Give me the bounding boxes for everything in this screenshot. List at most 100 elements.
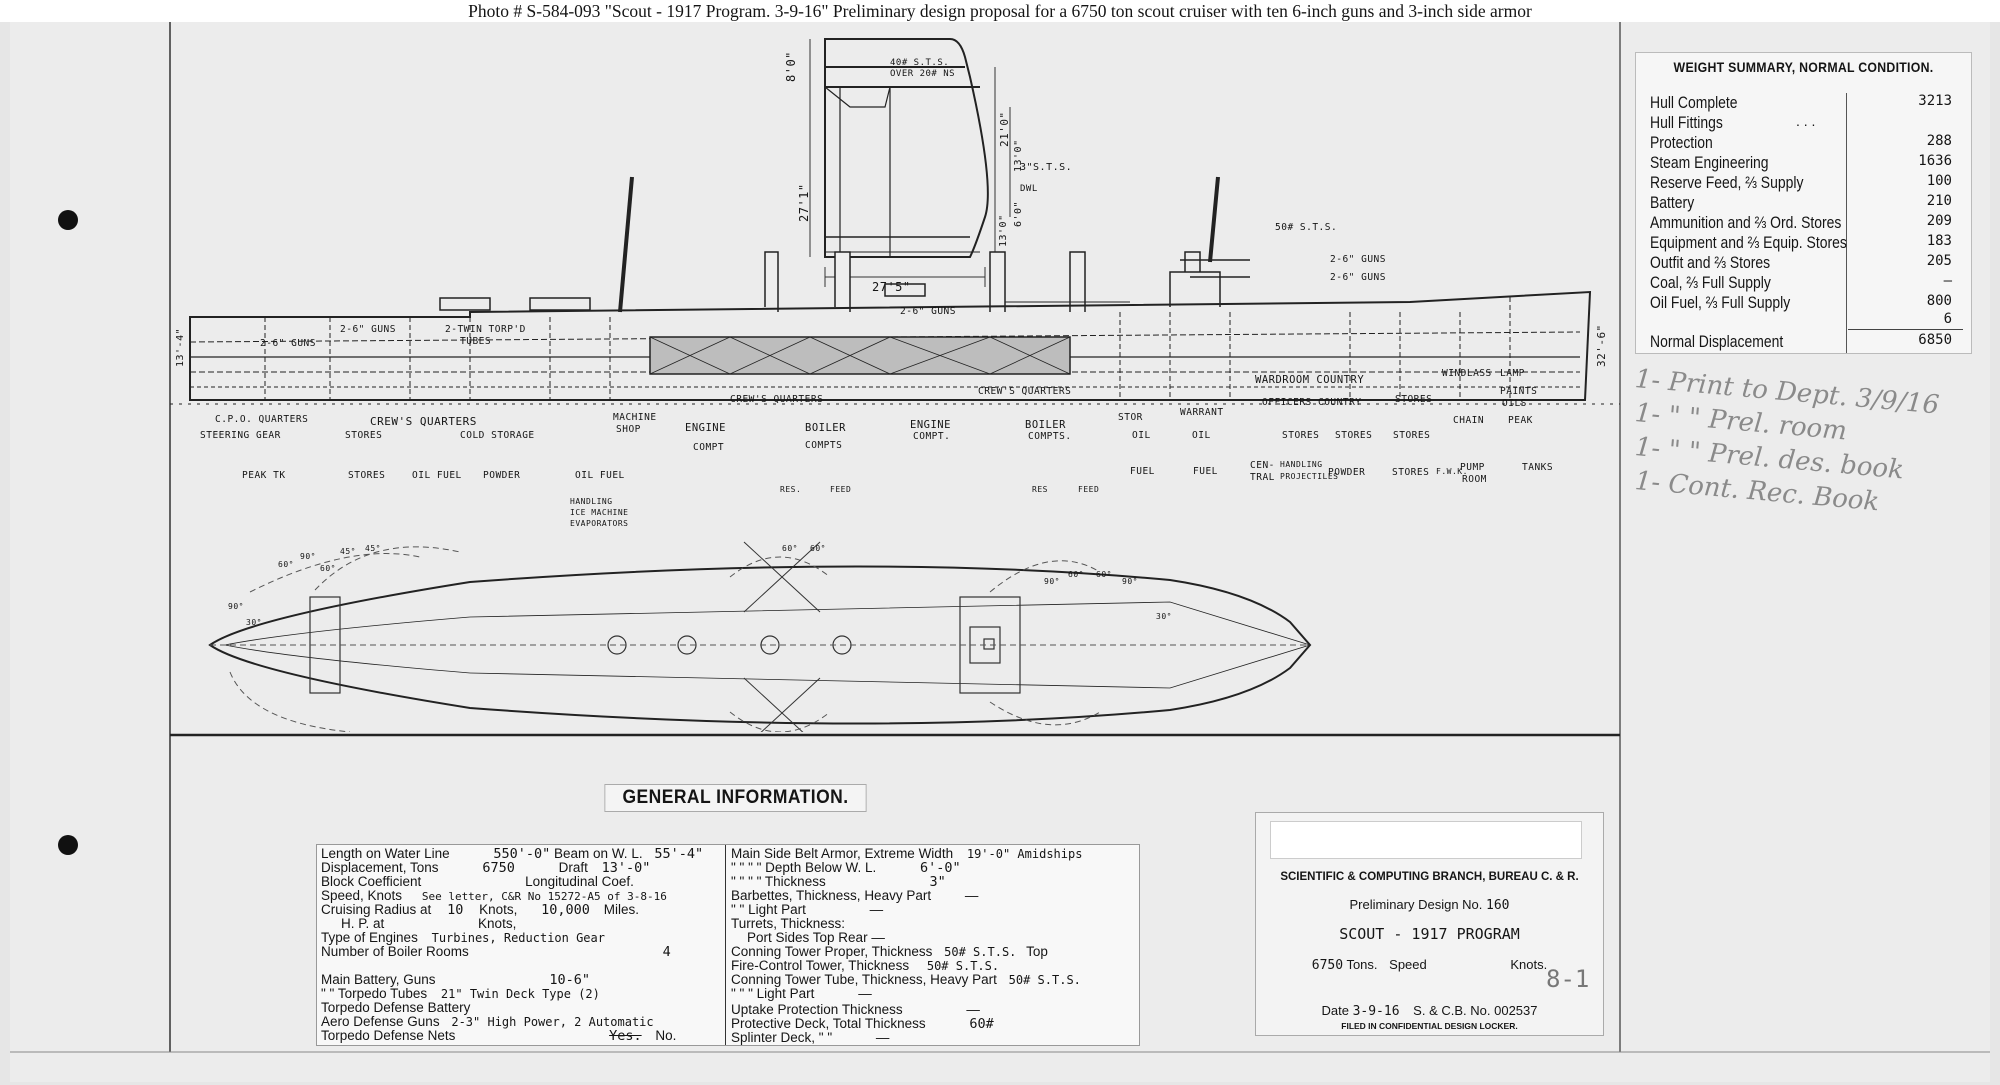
label-stores-d: STORES	[1393, 430, 1431, 441]
arc-label-7: 60°	[782, 544, 798, 553]
gi-right-row: Fire-Control Tower, Thickness 50# S.T.S.	[731, 958, 1000, 974]
tb-tons-speed: 6750 Tons. Speed Knots.	[1311, 957, 1548, 973]
label-res-2: RES	[1032, 485, 1048, 494]
label-oil-a: OIL	[1132, 430, 1151, 441]
label-compts-2: COMPTS.	[1028, 431, 1072, 442]
label-peak: PEAK	[1508, 415, 1533, 426]
label-tral: TRAL	[1250, 472, 1275, 483]
tb-date: Date 3-9-16 S. & C.B. No. 002537	[1321, 1003, 1538, 1019]
label-wardroom: WARDROOM COUNTRY	[1255, 374, 1365, 386]
gi-left-row: Block Coefficient Longitudinal Coef.	[321, 874, 634, 889]
weight-summary-rule	[1846, 93, 1847, 353]
label-torp2: TUBES	[460, 336, 492, 347]
label-handling-ice-1: HANDLING	[570, 497, 613, 506]
label-stores-e: STORES	[348, 470, 386, 481]
label-feed-2: FEED	[1078, 485, 1100, 494]
label-chain: CHAIN	[1453, 415, 1485, 426]
arc-label-1: 90°	[228, 602, 244, 611]
label-boiler-2: BOILER	[1025, 419, 1066, 431]
label-paints: PAINTS	[1500, 386, 1538, 397]
gi-right-row: " " " Light Part —	[731, 986, 872, 1001]
ship-plan-drawing	[208, 541, 1312, 732]
arc-label-5: 45°	[340, 547, 356, 556]
gi-right-row: Conning Tower Proper, Thickness 50# S.T.…	[731, 944, 1048, 960]
arc-label-8: 60°	[810, 544, 826, 553]
label-powder-2: POWDER	[1328, 467, 1366, 478]
label-cold: COLD STORAGE	[460, 430, 535, 441]
arc-label-13: 30°	[1156, 612, 1172, 621]
punch-hole-top	[58, 210, 78, 230]
ws-row: 6	[1943, 311, 1952, 327]
label-officers: OFFICERS COUNTRY	[1262, 397, 1362, 408]
gi-left-row: Cruising Radius at 10 Knots, 10,000 Mile…	[321, 902, 639, 918]
label-guns-aft: 2-6" GUNS	[260, 338, 316, 349]
gi-left-row: Length on Water Line 550'-0" Beam on W. …	[321, 846, 704, 862]
gi-right-row: Main Side Belt Armor, Extreme Width 19'-…	[731, 846, 1083, 862]
drawing-frame	[10, 22, 1990, 1053]
section-dim-top: 8'0"	[784, 51, 798, 82]
label-pump: PUMP	[1460, 462, 1485, 473]
arc-label-9: 60°	[1068, 570, 1084, 579]
label-stores-b: STORES	[1282, 430, 1320, 441]
tb-program: SCOUT - 1917 PROGRAM	[1339, 925, 1520, 943]
midship-section-drawing	[809, 38, 1011, 287]
label-machine: MACHINE	[613, 412, 657, 423]
label-fwk: F.W.K.	[1436, 467, 1468, 476]
gi-left-row: Speed, Knots See letter, C&R No 15272-A5…	[321, 888, 667, 904]
label-stores-c: STORES	[1335, 430, 1373, 441]
weight-summary-panel: WEIGHT SUMMARY, NORMAL CONDITION. Hull C…	[1635, 52, 1972, 354]
label-projectiles: PROJECTILES	[1280, 472, 1339, 481]
label-oil-fuel-2: OIL FUEL	[575, 470, 625, 481]
gi-right-row: Port Sides Top Rear —	[747, 930, 885, 945]
label-lamp: LAMP	[1500, 368, 1525, 379]
gi-right-row: Splinter Deck, " " —	[731, 1030, 890, 1045]
label-oils: OILS	[1502, 398, 1527, 409]
gi-left-row: Aero Defense Guns 2-3" High Power, 2 Aut…	[321, 1014, 654, 1030]
profile-beam-right: 32'-6"	[1595, 324, 1608, 367]
ws-dots: . . .	[1796, 113, 1816, 129]
ws-total-rule	[1848, 329, 1963, 330]
gi-right-row: Protective Deck, Total Thickness 60#	[731, 1016, 994, 1032]
label-feed-1: FEED	[830, 485, 852, 494]
label-res-1: RES.	[780, 485, 802, 494]
title-block: SCIENTIFIC & COMPUTING BRANCH, BUREAU C.…	[1255, 812, 1604, 1036]
arc-label-10: 60°	[1096, 570, 1112, 579]
drawing-sheet: 8'0" 27'1" 27'5" 40# S.T.S. OVER 20# NS …	[10, 22, 1990, 1082]
label-fuel-1: FUEL	[1130, 466, 1155, 477]
label-handling-ice-2: ICE MACHINE	[570, 508, 629, 517]
label-compts-1: COMPTS	[805, 440, 843, 451]
arc-label-14: 30°	[246, 618, 262, 627]
punch-hole-bottom	[58, 835, 78, 855]
gi-right-row: Turrets, Thickness:	[731, 916, 846, 931]
label-cpo: C.P.O. QUARTERS	[215, 414, 309, 425]
label-boiler-1: BOILER	[805, 422, 846, 434]
gi-right-row: " " Light Part —	[731, 902, 884, 917]
ship-profile-drawing	[170, 176, 1620, 405]
general-info-title: GENERAL INFORMATION.	[604, 784, 867, 812]
gi-left-row: Displacement, Tons 6750 Draft 13'-0"	[321, 860, 651, 876]
gi-left-row: " " Torpedo Tubes 21" Twin Deck Type (2)	[321, 986, 600, 1002]
label-crew-1: CREW'S QUARTERS	[730, 394, 824, 405]
arc-label-4: 60°	[320, 564, 336, 573]
label-stores-a: STORES	[345, 430, 383, 441]
label-sts50: 50# S.T.S.	[1275, 222, 1338, 233]
label-oil-fuel-1: OIL FUEL	[412, 470, 462, 481]
label-tanks: TANKS	[1522, 462, 1554, 473]
gi-right-row: Uptake Protection Thickness —	[731, 1002, 980, 1017]
label-compt-1: COMPT	[693, 442, 725, 453]
general-info-table: Length on Water Line 550'-0" Beam on W. …	[316, 844, 1140, 1046]
label-guns-bridge-1: 2-6" GUNS	[1330, 254, 1386, 265]
arc-label-3: 90°	[300, 552, 316, 561]
section-dwl: DWL	[1020, 184, 1038, 194]
label-engine-1: ENGINE	[685, 422, 726, 434]
label-steering: STEERING GEAR	[200, 430, 281, 441]
label-crew-2: CREW'S QUARTERS	[978, 386, 1072, 397]
tb-speed-hand: 8-1	[1546, 965, 1590, 993]
